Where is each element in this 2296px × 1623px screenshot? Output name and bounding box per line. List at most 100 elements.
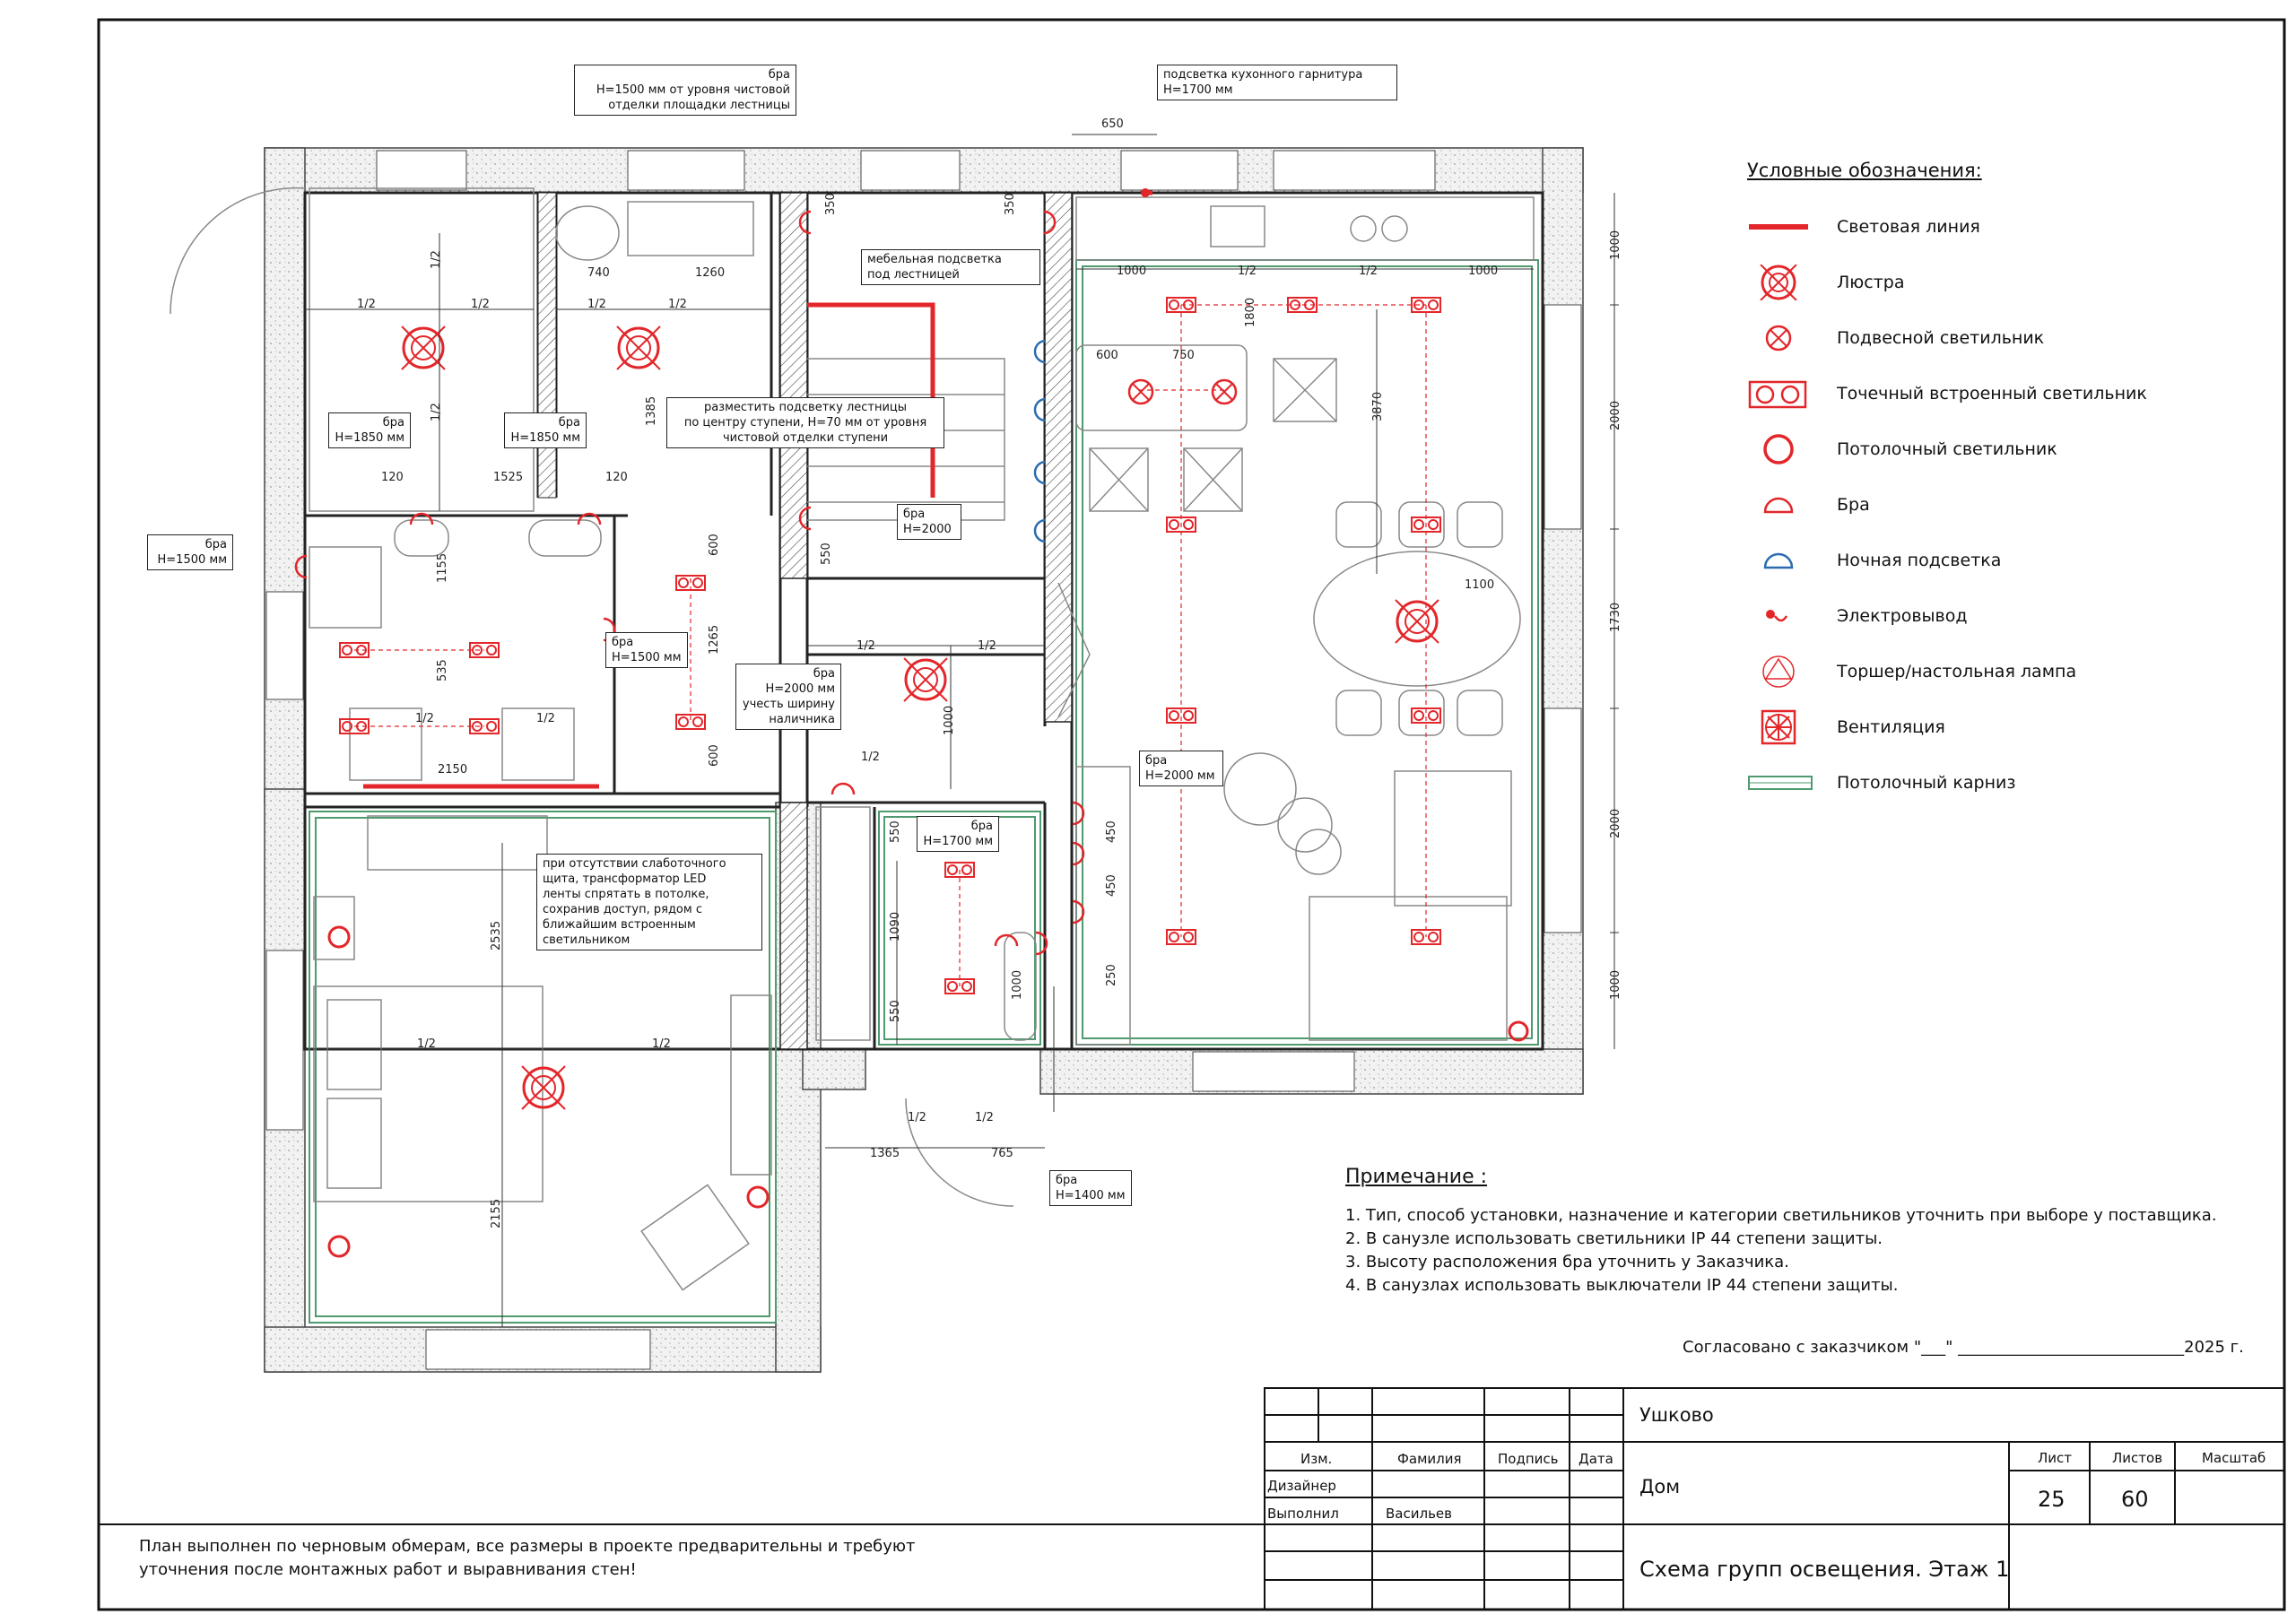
legend-item-sconce: Бра [1747,487,2213,523]
recessed-spot-icon [469,642,500,658]
legend-item-light-line: Световая линия [1747,209,2213,245]
tb-object: Дом [1639,1476,1681,1497]
ventilation-icon [1761,709,1796,745]
tb-role-performer: Выполнил [1267,1506,1339,1522]
wall-sconce-icon [1072,841,1085,866]
interior-walls [303,191,1544,1051]
night-light-icon [1033,339,1047,364]
light-line-icon [1749,224,1808,230]
recessed-spot-icon [1166,297,1196,313]
ceiling-light-icon [1508,1020,1529,1042]
recessed-spot-icon [675,714,706,730]
dimension-lines [305,134,1619,1327]
chandelier-icon [1760,265,1797,300]
legend-title: Условные обозначения: [1747,160,1982,181]
chandelier-icon [521,1065,566,1110]
chandelier-icon [616,325,661,370]
disclaimer-note: План выполнен по черновым обмерам, все р… [139,1537,916,1579]
ceiling-light-icon [327,1235,351,1258]
recessed-spot-icon [339,642,370,658]
recessed-spot-icon [1166,516,1196,533]
wall-sconce-icon [1072,899,1085,924]
recessed-spot-icon [339,718,370,734]
wall-sconce-icon [577,512,602,525]
tb-label-sheets: Листов [2112,1450,2163,1466]
recessed-spot-icon [1411,707,1441,724]
pendant-light-icon [1765,325,1792,352]
notes: Примечание : 1. Тип, способ установки, н… [1345,1166,2242,1298]
electrical-outlet-icon [1766,610,1788,622]
ceiling-light-icon [1763,434,1794,464]
recessed-spot-icon [1411,297,1441,313]
legend-item-outlet: Электровывод [1747,598,2213,634]
wall-sconce-icon [1072,801,1085,826]
recessed-spot-icon [1411,929,1441,945]
legend-item-ventilation: Вентиляция [1747,709,2213,745]
recessed-spot-icon [944,978,975,994]
tb-col-signature: Подпись [1498,1451,1559,1467]
pendant-light-icon [1127,378,1154,405]
night-light-icon [1763,552,1794,569]
wall-sconce-icon [798,210,812,235]
chandelier-icon [401,325,446,370]
tb-performer-name: Васильев [1386,1506,1452,1522]
tb-col-surname: Фамилия [1397,1451,1462,1467]
note-item: 1. Тип, способ установки, назначение и к… [1345,1206,2217,1225]
pendant-light-icon [1211,378,1238,405]
recessed-spot-icon [1166,929,1196,945]
recessed-spot-icon [1748,380,1807,409]
wall-sconce-icon [1043,210,1057,235]
wall-sconce-icon [831,782,856,795]
wall-sconce-icon [994,933,1019,947]
tb-label-scale: Масштаб [2202,1450,2266,1466]
note-item: 4. В санузлах использовать выключатели I… [1345,1276,1899,1295]
wall-sconce-icon [798,506,812,531]
night-light-icon [1033,397,1047,422]
chandeliers [401,325,1439,1110]
electrical-outlets [1141,188,1150,197]
tb-sheets-total: 60 [2121,1487,2149,1512]
night-light-icon [1033,460,1047,485]
ceiling-lights [327,925,1529,1258]
wall-sconce-icon [1035,931,1048,956]
tb-role-designer: Дизайнер [1267,1478,1336,1494]
electrical-outlet-icon [1141,188,1150,197]
tb-col-date: Дата [1578,1451,1613,1467]
recessed-spot-icon [1166,707,1196,724]
pendant-lights [1127,378,1238,405]
sheet-border [97,18,2286,1611]
recessed-spots [339,297,1441,994]
tb-sheet-title: Схема групп освещения. Этаж 1 [1639,1557,2010,1582]
ceiling-cornice-icon [1748,776,1813,790]
legend-item-pendant: Подвесной светильник [1747,320,2213,356]
legend-item-ceiling: Потолочный светильник [1747,431,2213,467]
furniture [170,187,1535,1291]
night-light-icon [1033,518,1047,543]
note-item: 3. Высоту расположения бра уточнить у За… [1345,1253,1789,1271]
recessed-spot-icon [1411,516,1441,533]
legend-item-recessed: Точечный встроенный светильник [1747,376,2213,412]
floor-lamp-icon [1762,655,1795,688]
tb-sheet-number: 25 [2038,1487,2066,1512]
approval-line: Согласовано с заказчиком "___" _________… [1683,1338,2244,1357]
legend-item-night: Ночная подсветка [1747,542,2213,578]
chandelier-icon [903,657,948,702]
wall-sconce-icon [1763,497,1794,514]
switch-lines [354,304,1427,986]
recessed-spot-icon [469,718,500,734]
ceiling-light-icon [327,925,351,949]
wall-sconce-icon [409,512,434,525]
night-lights [1033,339,1047,543]
